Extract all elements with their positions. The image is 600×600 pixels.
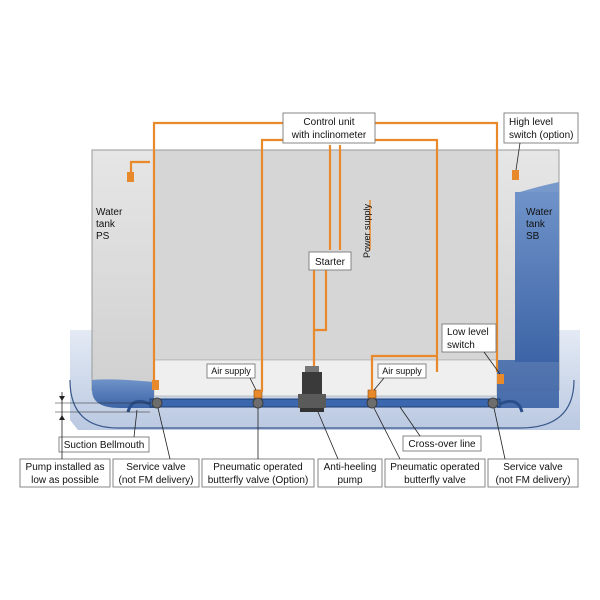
water-tank-sb-label-3: SB (526, 231, 540, 242)
pneumatic-option-box (201, 458, 315, 488)
anti-heeling-pump-icon (298, 366, 326, 412)
pneumatic-right-box (384, 458, 486, 488)
suction-bellmouth-label: Suction Bellmouth (64, 440, 145, 451)
level-switch-sb-low (497, 374, 504, 384)
butterfly-valve-left (252, 397, 264, 409)
low-level-label-2: switch (447, 340, 475, 351)
level-switch-ps (127, 172, 134, 182)
low-level-switch-box (441, 323, 497, 353)
water-sb-inner (515, 192, 559, 362)
anti-heeling-label-2: pump (337, 475, 362, 486)
starter-box (308, 251, 352, 271)
high-level-switch-box (503, 112, 579, 144)
level-switch-sb-high (512, 170, 519, 180)
pneumatic-option-label-1: Pneumatic operated (213, 462, 303, 473)
low-level-label-1: Low level (447, 327, 489, 338)
service-valve-right-label-2: (not FM delivery) (495, 475, 570, 486)
pump-installed-label-1: Pump installed as (26, 462, 105, 473)
water-tank-ps-label-2: tank (96, 219, 116, 230)
air-supply-right-box (377, 363, 427, 379)
water-tank-sb-label-1: Water (526, 207, 553, 218)
level-switch-ps-low (152, 380, 159, 390)
service-valve-left-box (112, 458, 200, 488)
hull-bottom (69, 379, 575, 429)
power-supply-label: Power supply (362, 203, 372, 258)
service-valve-left (151, 397, 163, 409)
pneumatic-option-label-2: butterfly valve (Option) (208, 475, 309, 486)
cross-over-line-label: Cross-over line (408, 439, 476, 450)
tank-ps (91, 149, 155, 391)
suction-bellmouth-box (58, 436, 150, 453)
service-valve-left-label-2: (not FM delivery) (118, 475, 193, 486)
air-supply-left-box (206, 363, 256, 379)
butterfly-valve-right (366, 397, 378, 409)
water-ps (92, 379, 154, 408)
high-level-label-2: switch (option) (509, 130, 573, 141)
anti-heeling-box (317, 458, 383, 488)
water-tank-ps-label-3: PS (96, 231, 110, 242)
high-level-label-1: High level (509, 117, 553, 128)
service-valve-right (487, 397, 499, 409)
actuator-left (253, 389, 263, 399)
pneumatic-right-label-2: butterfly valve (404, 475, 466, 486)
anti-heeling-label-1: Anti-heeling (324, 462, 377, 473)
center-floor (153, 359, 498, 397)
service-valve-left-label-1: Service valve (126, 462, 186, 473)
control-wiring (129, 121, 499, 392)
pump-installed-box (19, 458, 111, 488)
control-unit-label-2: with inclinometer (291, 130, 367, 141)
water-tank-ps-label-1: Water (96, 207, 123, 218)
pump-installed-label-2: low as possible (31, 475, 99, 486)
pneumatic-right-label-1: Pneumatic operated (390, 462, 480, 473)
bellmouth-right (499, 399, 524, 413)
pump-height-dimension (55, 392, 150, 420)
service-valve-right-label-1: Service valve (503, 462, 563, 473)
air-supply-left-label: Air supply (211, 366, 251, 376)
cross-over-line-box (402, 435, 482, 452)
control-unit-label-1: Control unit (303, 117, 354, 128)
water-tank-sb-label-2: tank (526, 219, 546, 230)
air-supply-right-label: Air supply (382, 366, 422, 376)
starter-label: Starter (315, 257, 346, 268)
service-valve-right-box (487, 458, 579, 488)
control-unit-box (282, 112, 376, 144)
